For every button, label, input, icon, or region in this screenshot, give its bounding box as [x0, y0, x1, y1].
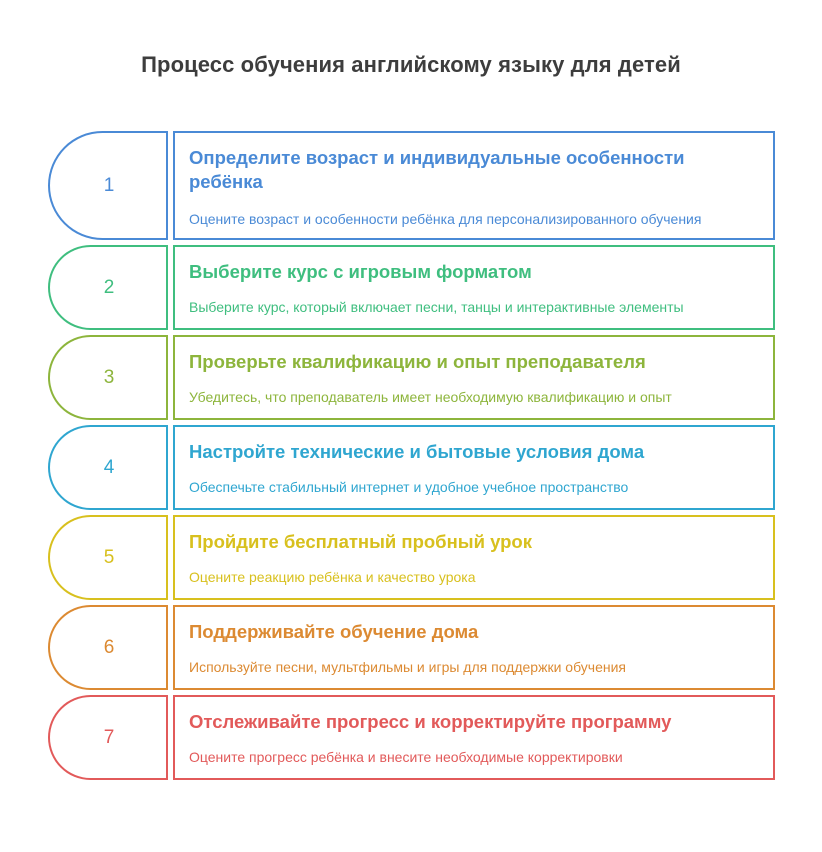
step-7: 7 Отслеживайте прогресс и корректируйте … [48, 695, 775, 780]
step-description: Оцените прогресс ребёнка и внесите необх… [189, 749, 623, 765]
step-number-divider [166, 131, 168, 240]
step-number: 1 [103, 174, 115, 196]
step-number: 7 [103, 726, 115, 748]
step-number: 6 [103, 636, 115, 658]
step-number-badge: 4 [48, 425, 168, 510]
step-number-badge: 1 [48, 131, 168, 240]
step-number: 2 [103, 276, 115, 298]
step-5: 5 Пройдите бесплатный пробный урок Оцени… [48, 515, 775, 600]
step-content: Настройте технические и бытовые условия … [173, 425, 775, 510]
step-2: 2 Выберите курс с игровым форматом Выбер… [48, 245, 775, 330]
step-title: Выберите курс с игровым форматом [189, 261, 532, 282]
step-description: Оцените возраст и особенности ребёнка дл… [189, 211, 702, 227]
step-3: 3 Проверьте квалификацию и опыт преподав… [48, 335, 775, 420]
step-6: 6 Поддерживайте обучение дома Используйт… [48, 605, 775, 690]
step-number-divider [166, 695, 168, 780]
step-title: Настройте технические и бытовые условия … [189, 441, 645, 462]
step-number: 3 [103, 366, 115, 388]
step-number-divider [166, 335, 168, 420]
step-description: Используйте песни, мультфильмы и игры дл… [189, 659, 626, 675]
step-content: Пройдите бесплатный пробный урок Оцените… [173, 515, 775, 600]
step-number-badge: 7 [48, 695, 168, 780]
step-description: Обеспечьте стабильный интернет и удобное… [189, 479, 629, 495]
step-content: Отслеживайте прогресс и корректируйте пр… [173, 695, 775, 780]
step-number-divider [166, 515, 168, 600]
step-number-badge: 5 [48, 515, 168, 600]
step-title: Отслеживайте прогресс и корректируйте пр… [189, 711, 672, 732]
step-1: 1 Определите возраст и индивидуальные ос… [48, 131, 775, 240]
step-number-divider [166, 245, 168, 330]
step-number: 4 [103, 456, 115, 478]
step-number: 5 [103, 546, 115, 568]
step-4: 4 Настройте технические и бытовые услови… [48, 425, 775, 510]
step-title: Определите возраст и индивидуальные особ… [189, 147, 685, 192]
step-number-badge: 6 [48, 605, 168, 690]
step-content: Выберите курс с игровым форматом Выберит… [173, 245, 775, 330]
step-content: Поддерживайте обучение дома Используйте … [173, 605, 775, 690]
step-number-divider [166, 425, 168, 510]
step-title: Проверьте квалификацию и опыт преподават… [189, 351, 646, 372]
step-content: Определите возраст и индивидуальные особ… [173, 131, 775, 240]
step-number-badge: 2 [48, 245, 168, 330]
step-number-badge: 3 [48, 335, 168, 420]
diagram-title: Процесс обучения английскому языку для д… [141, 52, 681, 77]
step-description: Оцените реакцию ребёнка и качество урока [189, 569, 476, 585]
step-description: Убедитесь, что преподаватель имеет необх… [189, 389, 672, 405]
step-number-divider [166, 605, 168, 690]
step-content: Проверьте квалификацию и опыт преподават… [173, 335, 775, 420]
step-title: Поддерживайте обучение дома [189, 621, 479, 642]
step-title: Пройдите бесплатный пробный урок [189, 531, 532, 552]
step-description: Выберите курс, который включает песни, т… [189, 299, 684, 315]
